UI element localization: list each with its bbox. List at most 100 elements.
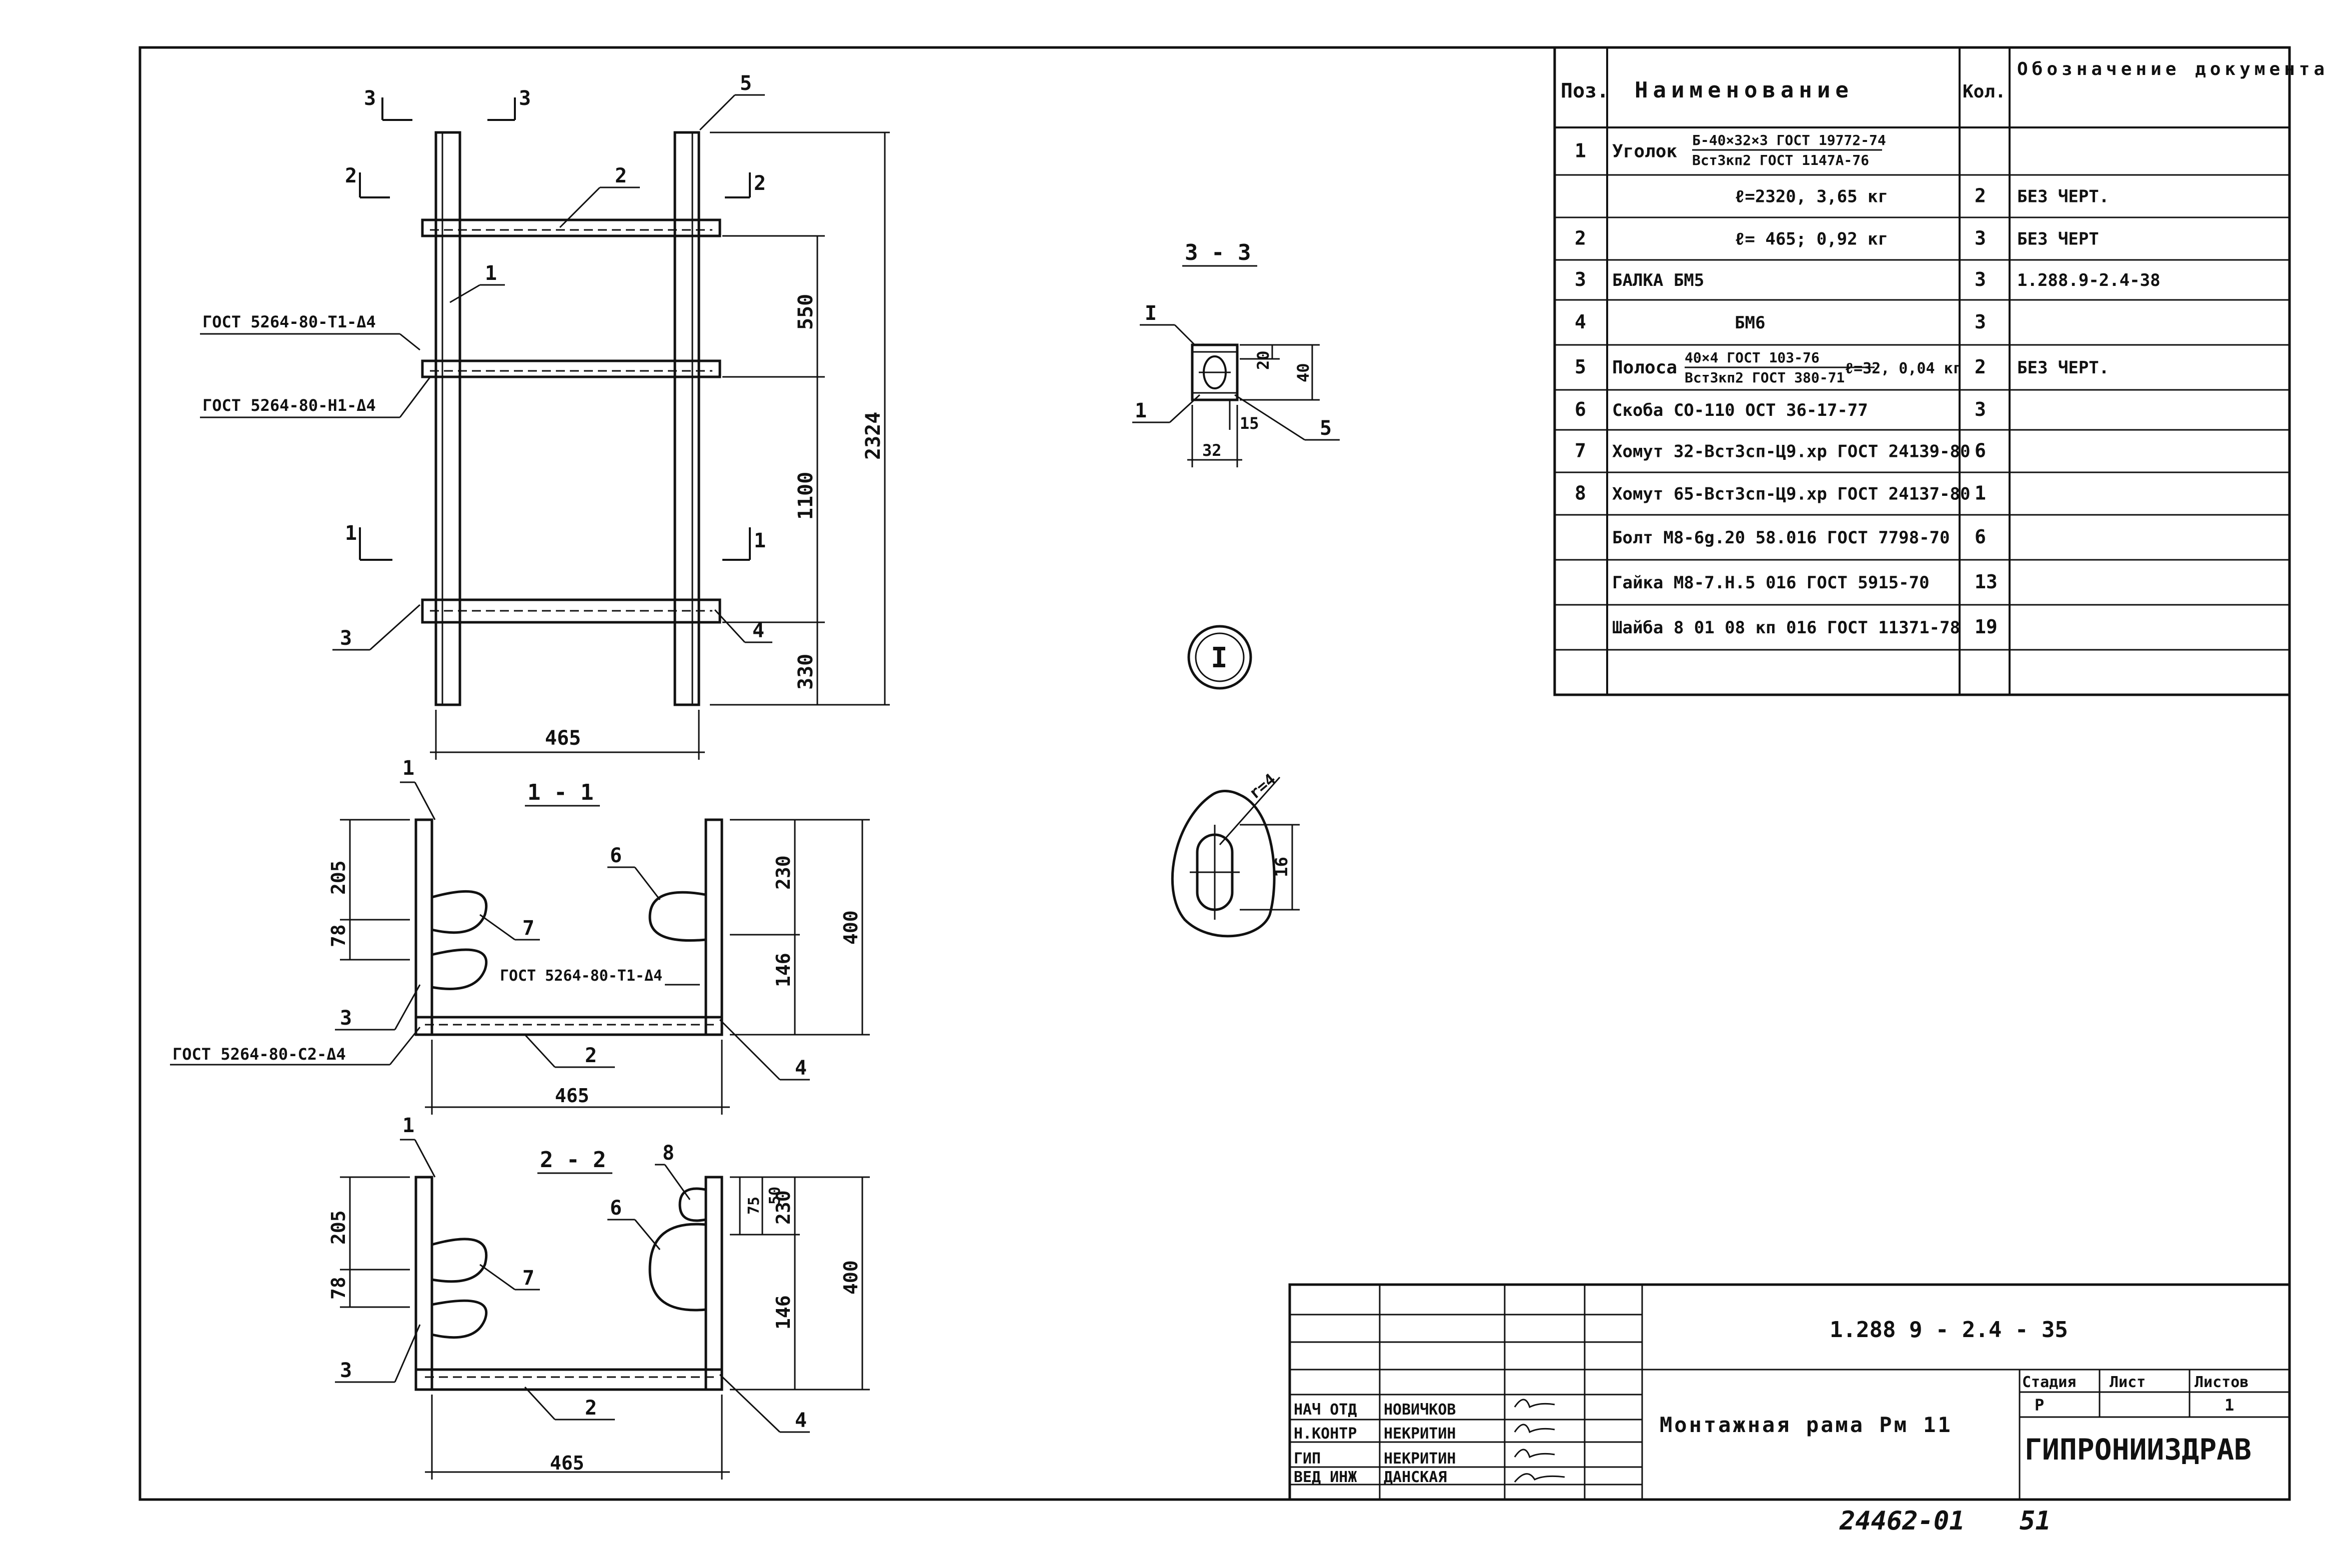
footer-page: 51 [2020,1506,2051,1536]
beam-bottom [421,598,721,624]
spec-row-qty: 6 [1975,440,1986,462]
spec-row-pos: 5 [1575,356,1586,378]
s1-pos-2: 2 [585,1044,597,1067]
spec-row-name-top: 40×4 ГОСТ 103-76 [1685,349,1820,366]
dim2-50: 50 [766,1187,784,1205]
cut-mark-3-left: 3 [364,87,376,110]
spec-row-pos: 3 [1575,268,1586,290]
spec-row-qty: 3 [1975,398,1986,420]
dim-78: 78 [327,924,349,947]
spec-row-name: Хомут 65-Вст3сп-Ц9.хр ГОСТ 24137-80 [1612,484,1970,504]
section-1-title: 1 - 1 [527,780,593,805]
section-3-title: 3 - 3 [1185,240,1251,265]
spec-row-qty: 1 [1975,482,1986,504]
doc-code: 1.288 9 - 2.4 - 35 [1830,1317,2068,1343]
s2-pos-8: 8 [662,1142,674,1165]
title-person: НОВИЧКОВ [1384,1401,1456,1419]
s1-pos-3: 3 [340,1007,352,1030]
title-block: 1.288 9 - 2.4 - 35 Монтажная рама Рм 11 … [1288,1283,2291,1501]
dim3-40: 40 [1294,363,1313,382]
section-1-1: 1 - 1 205 78 230 146 400 465 [170,757,870,1115]
s1-weld-c2: ГОСТ 5264-80-С2-Δ4 [172,1045,346,1064]
dim2-205: 205 [327,1210,349,1245]
spec-row-name-suffix: ℓ=32, 0,04 кг [1845,360,1962,377]
footer-number: 24462-01 [1839,1506,1965,1536]
sheets-label: Листов [2195,1374,2249,1391]
title-person: ДАНСКАЯ [1384,1469,1447,1486]
spec-row-pos: 7 [1575,440,1586,462]
spec-row-qty: 19 [1975,616,1998,638]
pos-3-label: 3 [340,627,352,650]
dim-205: 205 [327,860,349,895]
title-role: ВЕД ИНЖ [1294,1469,1357,1486]
weld-note-t1: ГОСТ 5264-80-Т1-Δ4 [202,312,376,331]
dim-1100: 1100 [794,472,817,520]
title-role: НАЧ ОТД [1294,1401,1357,1419]
s2-pos-6: 6 [610,1197,622,1220]
spec-row-name: Полоса [1612,357,1677,378]
spec-row-qty: 13 [1975,571,1998,593]
sheet-label: Лист [2110,1374,2146,1391]
cut-mark-2-left: 2 [345,164,357,187]
pos-5-label: 5 [740,72,752,95]
spec-row-pos: 6 [1575,398,1586,420]
stage-value: Р [2035,1396,2044,1415]
spec-row-qty: 6 [1975,526,1986,548]
organization: ГИПРОНИИЗДРАВ [2025,1433,2252,1467]
angle-post-right [673,131,700,706]
spec-row-pos: 8 [1575,482,1586,504]
stage-label: Стадия [2022,1374,2076,1391]
title-person: НЕКРИТИН [1384,1425,1456,1443]
spec-row-doc: БЕЗ ЧЕРТ. [2017,358,2109,378]
spec-row-name-bottom: Вст3кп2 ГОСТ 380-71 [1685,369,1845,386]
section-3-3: 3 - 3 20 40 15 32 I 1 5 [1132,240,1340,467]
pos-1-label: 1 [485,262,497,285]
spec-row-name: Болт М8-6g.20 58.016 ГОСТ 7798-70 [1612,528,1950,548]
spec-header-doc: Обозначение документа [2017,59,2328,79]
spec-row-name: Скоба СО-110 ОСТ 36-17-77 [1612,400,1868,420]
dim2-465: 465 [550,1452,584,1474]
dim2-78: 78 [327,1277,349,1300]
s2-pos-7: 7 [522,1267,534,1290]
dim3-15: 15 [1240,414,1259,433]
spec-row-doc: БЕЗ ЧЕРТ [2017,229,2099,249]
spec-header-qty: Кол. [1963,81,2006,102]
spec-row-name: БМ6 [1735,313,1765,333]
dim-465: 465 [555,1085,589,1107]
spec-row-name: Хомут 32-Вст3сп-Ц9.хр ГОСТ 24139-80 [1612,442,1970,462]
dim-146: 146 [772,953,794,987]
dim-400: 400 [840,910,862,945]
spec-row-name: ℓ= 465; 0,92 кг [1735,229,1888,249]
title-role: Н.КОНТР [1294,1425,1357,1443]
dim2-75: 75 [745,1197,763,1215]
spec-row-qty: 3 [1975,268,1986,290]
spec-row-qty: 3 [1975,311,1986,333]
spec-row-qty: 3 [1975,227,1986,249]
s2-pos-3: 3 [340,1359,352,1382]
section-2-2: 2 - 2 205 78 75 50 230 146 400 465 [327,1114,870,1480]
s1-pos-4: 4 [795,1057,807,1080]
drawing-title: Монтажная рама Рм 11 [1660,1413,1953,1437]
dim-width-465: 465 [545,727,581,750]
spec-row-doc: 1.288.9-2.4-38 [2017,270,2161,290]
specification-table: Поз. Наименование Кол. Обозначение докум… [1553,46,2328,696]
s3-pos-1: 1 [1135,399,1147,422]
pos-4-label: 4 [752,619,764,642]
title-person: НЕКРИТИН [1384,1450,1456,1468]
spec-header-name: Наименование [1635,77,1854,103]
s2-pos-2: 2 [585,1397,597,1420]
weld-note-h1: ГОСТ 5264-80-Н1-Δ4 [202,396,376,415]
dim2-146: 146 [772,1295,794,1330]
s3-pos-5: 5 [1320,417,1332,440]
detail-mark-circle [1187,625,1252,690]
front-view: 2324 550 1100 330 465 3 3 2 2 1 1 [200,72,890,760]
spec-row-qty: 2 [1975,356,1986,378]
s2-pos-1: 1 [402,1114,414,1137]
crossbar-top [421,218,721,237]
sheets-value: 1 [2225,1396,2234,1415]
spec-row-name-top: Б-40×32×3 ГОСТ 19772-74 [1692,132,1886,148]
spec-row-name-bottom: Вст3кп2 ГОСТ 1147А-76 [1692,152,1869,168]
s3-pos-I: I [1145,302,1157,325]
dim-total-height: 2324 [862,412,885,460]
